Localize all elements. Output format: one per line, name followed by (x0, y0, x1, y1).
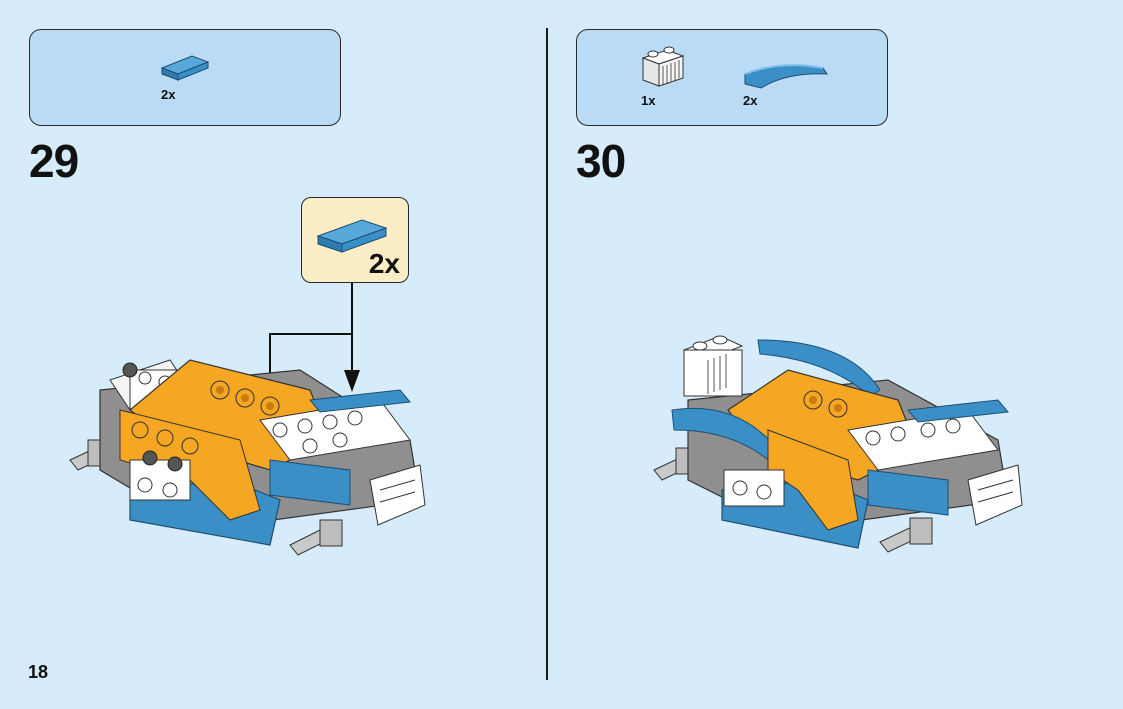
page-number: 18 (28, 662, 48, 683)
step-29-model-icon (60, 330, 440, 580)
step-30-model-icon (648, 320, 1028, 580)
blue-curved-slope-icon (741, 58, 829, 92)
step-30-number: 30 (576, 134, 625, 188)
white-grille-brick-icon (639, 44, 687, 90)
step-30-part2-qty: 2x (743, 93, 757, 108)
step-divider (546, 28, 548, 680)
step-30-part1-qty: 1x (641, 93, 655, 108)
step-30-parts-panel: 1x 2x (576, 29, 888, 126)
